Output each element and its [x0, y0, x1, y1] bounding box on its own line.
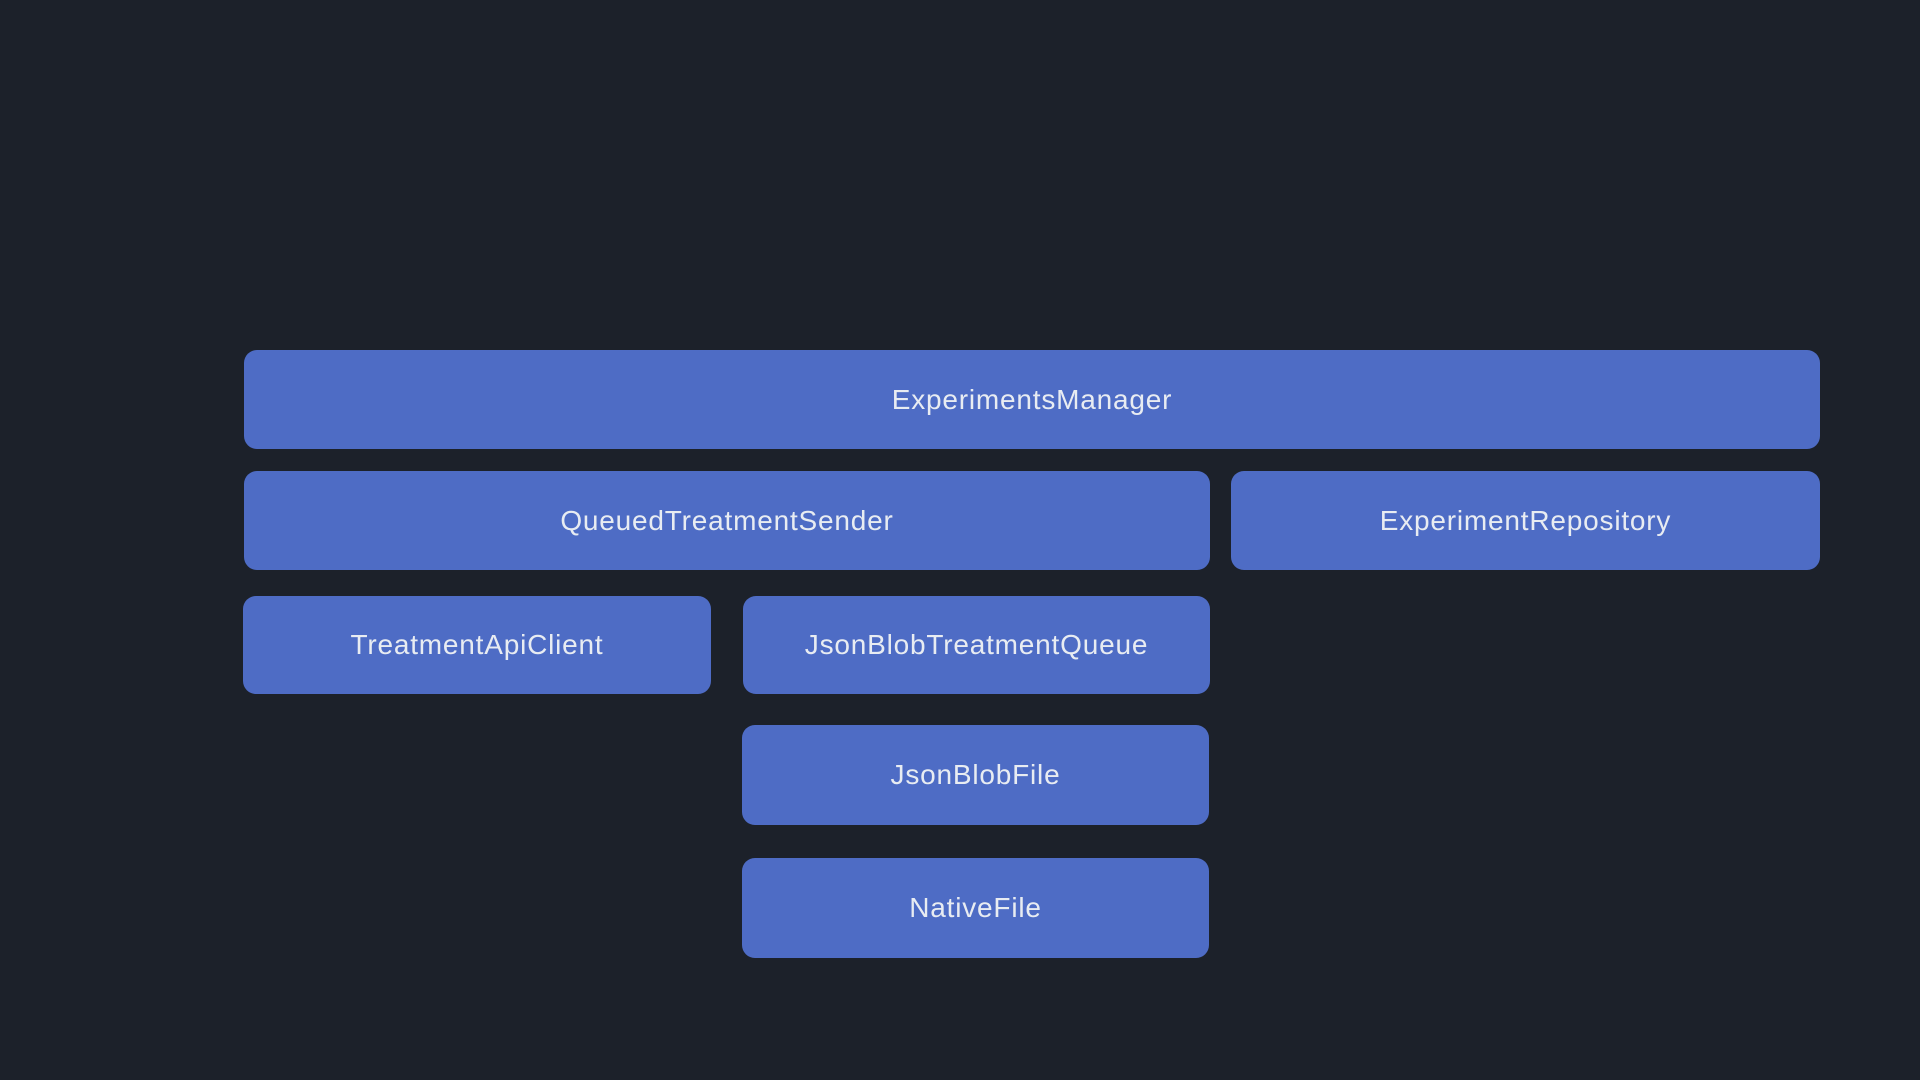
node-queued-treatment-sender[interactable]: QueuedTreatmentSender — [244, 471, 1210, 570]
node-label: ExperimentRepository — [1379, 504, 1672, 536]
node-label: JsonBlobFile — [890, 759, 1061, 790]
node-treatment-api-client[interactable]: TreatmentApiClient — [243, 596, 711, 694]
node-json-blob-treatment-queue[interactable]: JsonBlobTreatmentQueue — [743, 596, 1210, 694]
node-label: ExperimentsManager — [891, 383, 1173, 415]
node-label: QueuedTreatmentSender — [560, 504, 894, 536]
node-json-blob-file[interactable]: JsonBlobFile — [742, 725, 1209, 825]
node-label: TreatmentApiClient — [350, 629, 604, 660]
node-label: JsonBlobTreatmentQueue — [804, 629, 1149, 660]
node-label: NativeFile — [909, 892, 1042, 923]
node-native-file[interactable]: NativeFile — [742, 858, 1209, 958]
node-experiment-repository[interactable]: ExperimentRepository — [1231, 471, 1820, 570]
node-experiments-manager[interactable]: ExperimentsManager — [244, 350, 1820, 449]
